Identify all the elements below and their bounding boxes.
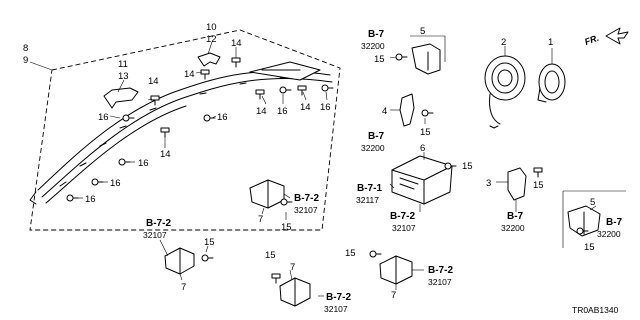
callout-10: 10 [206,22,217,33]
sensor-4 [399,93,415,127]
curtain-airbag [29,61,333,205]
bolt-15-icon [369,250,382,258]
callout-15: 15 [345,248,356,259]
clip-16-icon [321,84,334,92]
callout-14: 14 [184,69,195,80]
bracket-5 [411,43,441,75]
callout-11: 11 [118,59,128,70]
impact-sensor-7c [271,269,324,307]
callout-8: 8 [23,43,28,54]
callout-14: 14 [160,149,171,160]
ref-label: B-7-1 [357,183,382,194]
group-5b-border [562,190,626,248]
bolt-15-icon [280,198,293,206]
callout-5: 5 [420,26,425,37]
callout-14: 14 [148,76,159,87]
ref-code: 32107 [294,205,318,215]
impact-sensor-7a [249,179,293,220]
callout-14: 14 [231,38,242,49]
callout-16: 16 [277,106,288,117]
front-direction-arrow: FR. [583,27,629,47]
clip-16-icon [122,114,135,122]
ref-code: 32107 [428,277,452,287]
callout-15: 15 [533,180,544,191]
callout-16: 16 [138,158,149,169]
ref-code: 32200 [597,229,621,239]
clip-16-icon [91,178,104,186]
ref-code: 32117 [356,195,379,205]
direction-label: FR. [583,33,600,47]
callout-15: 15 [374,54,385,65]
ref-label: B-7-2 [146,218,171,229]
screw-14-icon [297,85,307,96]
ref-code: 32200 [501,223,525,233]
callout-3: 3 [486,178,491,189]
ref-label: B-7 [606,217,623,228]
ref-label: B-7-2 [326,292,351,303]
ref-label: B-7-2 [428,265,453,276]
callout-14: 14 [300,102,311,113]
bolt-15-icon [201,254,214,262]
callout-15: 15 [584,242,595,253]
ref-label: B-7 [507,211,524,222]
impact-sensor-7b [159,239,214,281]
callout-5: 5 [590,197,595,208]
screw-14-icon [150,95,160,106]
callout-15: 15 [462,161,473,172]
clip-16-icon [279,86,292,94]
screw-14-icon [160,127,170,138]
screw-14-icon [200,69,210,80]
callout-7: 7 [290,262,295,273]
callout-12: 12 [206,34,217,45]
ref-code: 32107 [143,230,167,240]
ref-code: 32107 [392,223,416,233]
callout-16: 16 [217,112,228,123]
bolt-15-icon [444,162,457,170]
curtain-airbag-group-border [29,29,341,231]
clip-16-icon [118,158,131,166]
callout-14: 14 [256,106,267,117]
callout-6: 6 [420,143,425,154]
callout-7: 7 [181,282,186,293]
callout-15: 15 [265,250,276,261]
bolt-15-icon [271,273,281,284]
callout-9: 9 [23,55,28,66]
impact-sensor-7d [369,250,424,290]
bracket-10-12 [197,52,221,67]
sensor-3 [507,167,527,201]
callout-2: 2 [501,37,506,48]
callout-15: 15 [420,127,431,138]
callout-16: 16 [110,178,121,189]
group-5-border [410,35,446,62]
callout-15: 15 [281,222,292,233]
callout-15: 15 [204,237,215,248]
bolt-15-icon [421,109,434,117]
sensor-ring-1 [537,48,566,103]
clockspring-2 [484,46,526,129]
callout-16: 16 [85,194,96,205]
ref-code: 32200 [361,143,385,153]
diagram-code: TR0AB1340 [572,305,619,315]
bolt-15-icon [395,53,408,61]
clip-16-icon [66,194,79,202]
clip-16-icon [203,114,216,122]
callout-16: 16 [98,112,109,123]
bracket-11-13 [103,87,139,109]
callout-4: 4 [382,106,387,117]
ref-label: B-7 [368,131,385,142]
callout-13: 13 [118,71,129,82]
callout-16: 16 [320,102,331,113]
screw-14-icon [231,57,241,68]
srs-control-unit-6 [389,152,457,212]
bolt-15-icon [533,167,543,178]
ref-code: 32200 [361,41,385,51]
callout-1: 1 [548,37,553,48]
callout-7: 7 [258,214,263,225]
ref-label: B-7-2 [390,211,415,222]
ref-label: B-7-2 [294,193,319,204]
callout-7: 7 [391,290,396,301]
ref-code: 32107 [324,304,348,314]
ref-label: B-7 [368,29,385,40]
